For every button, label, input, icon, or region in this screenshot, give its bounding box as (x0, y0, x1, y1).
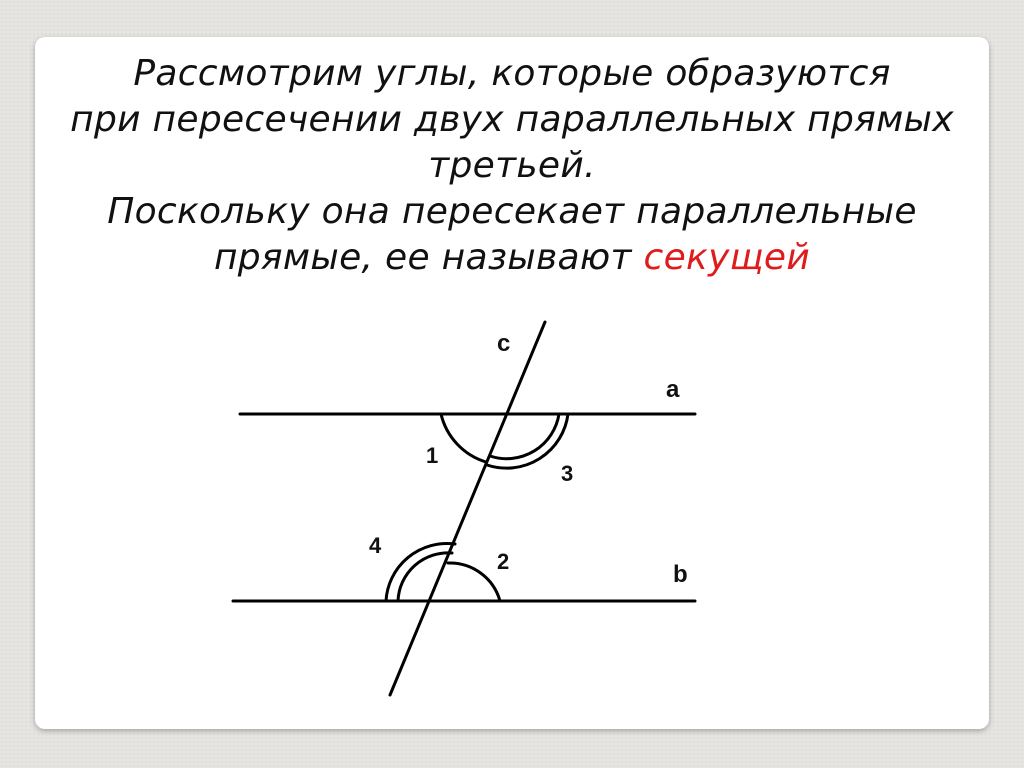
text-line-4: Поскольку она пересекает параллельные (55, 189, 969, 235)
text-line-4-content: Поскольку она пересекает параллельные (107, 191, 917, 232)
angle-2-arc (446, 561, 502, 603)
angle-1-arc (439, 412, 488, 464)
text-line-1: Рассмотрим углы, которые образуются (133, 53, 891, 94)
transversal-c (388, 320, 547, 697)
angle-4-arc-outer (384, 541, 457, 603)
text-line-3: третьей. (428, 145, 596, 186)
label-angle-2: 2 (497, 549, 509, 574)
angle-3-arc-inner (488, 412, 561, 461)
text-line-2: при пересечении двух параллельных прямых (70, 99, 954, 140)
label-angle-4: 4 (369, 533, 382, 558)
label-angle-1: 1 (426, 443, 438, 468)
slide-card: Рассмотрим углы, которые образуются при … (35, 37, 989, 729)
label-a: a (666, 376, 680, 403)
label-b: b (673, 561, 688, 588)
slide-text: Рассмотрим углы, которые образуются при … (55, 51, 969, 281)
highlighted-term: секущей (643, 237, 811, 278)
angle-3-arc-outer (485, 412, 570, 470)
parallel-lines-diagram: c a b 1 3 4 2 (231, 320, 697, 697)
angle-4-arc-inner (396, 551, 454, 603)
label-angle-3: 3 (561, 461, 573, 486)
text-line-5-prefix: прямые, ее называют (213, 237, 644, 278)
text-line-5: прямые, ее называют секущей (55, 235, 969, 281)
label-c: c (497, 330, 510, 357)
